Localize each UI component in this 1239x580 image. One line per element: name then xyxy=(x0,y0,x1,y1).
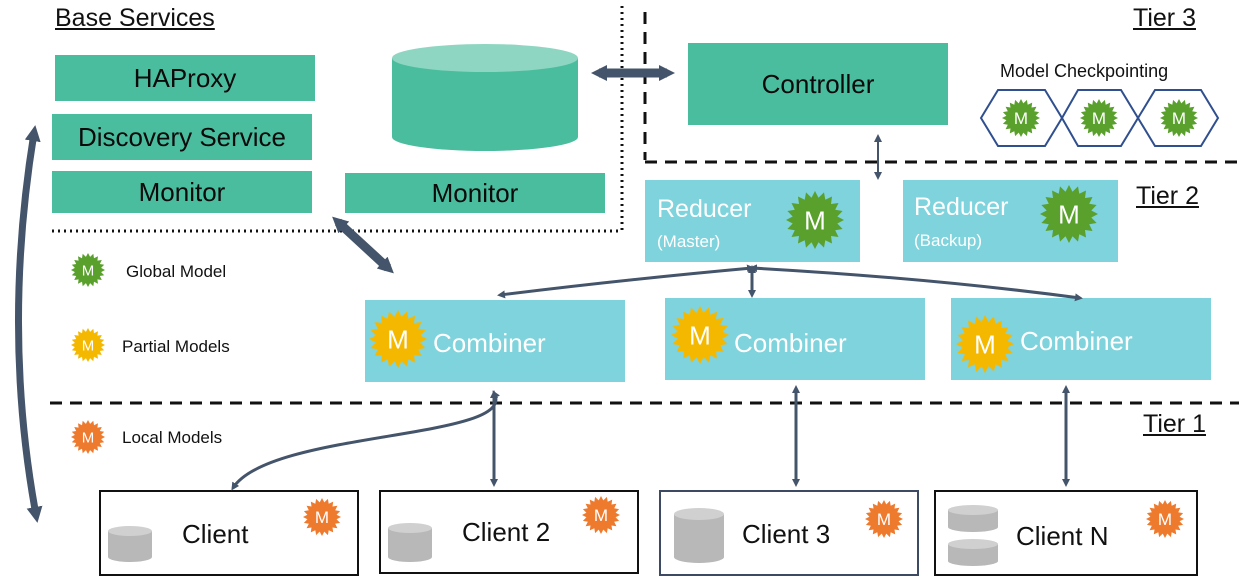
database-icon-client2 xyxy=(388,523,432,562)
client-3-label: Client 3 xyxy=(742,519,831,549)
tier1-label: Tier 1 xyxy=(1143,410,1206,438)
client-2-label: Client 2 xyxy=(462,517,551,547)
legend-local-label: Local Models xyxy=(122,428,223,447)
svg-text:M: M xyxy=(315,508,329,527)
clientn-model-icon: M xyxy=(1146,500,1184,538)
svg-text:M: M xyxy=(594,506,608,525)
model-checkpointing-label: Model Checkpointing xyxy=(1000,61,1169,81)
monitor-box-right: Monitor xyxy=(345,173,605,213)
checkpoint-hexagon-1 xyxy=(979,89,1064,147)
reducer-backup-model-icon: M xyxy=(1040,185,1098,243)
svg-text:M: M xyxy=(1014,109,1028,128)
svg-text:M: M xyxy=(82,337,95,354)
reducer-backup-title: Reducer xyxy=(914,193,1009,221)
client-n-label: Client N xyxy=(1016,521,1109,551)
monitor-combiner-arrow xyxy=(332,216,394,274)
client2-model-icon: M xyxy=(582,496,620,534)
controller-label: Controller xyxy=(761,68,875,99)
combiner2-model-icon: M xyxy=(671,306,729,364)
svg-text:M: M xyxy=(877,510,891,529)
database-icon-clientn-top xyxy=(948,505,998,532)
combiner-1-label: Combiner xyxy=(433,328,546,358)
tier3-label: Tier 3 xyxy=(1133,4,1196,32)
database-icon-client1 xyxy=(108,526,152,562)
checkpoint-model-icon-3: M xyxy=(1160,99,1198,137)
tier2-label: Tier 2 xyxy=(1136,182,1199,210)
haproxy-box: HAProxy xyxy=(55,55,315,101)
combiner1-client1-arrow xyxy=(231,390,500,491)
legend-global-model-icon: M xyxy=(71,253,105,287)
haproxy-label: HAProxy xyxy=(133,62,237,93)
client3-model-icon: M xyxy=(865,500,903,538)
mongodb-cylinder xyxy=(392,44,578,151)
svg-text:M: M xyxy=(1172,109,1186,128)
svg-text:M: M xyxy=(1158,510,1172,529)
database-icon-client3 xyxy=(674,508,724,563)
combiner-2-label: Combiner xyxy=(734,328,847,358)
svg-text:M: M xyxy=(804,205,826,235)
controller-box: Controller xyxy=(688,43,948,125)
checkpoint-model-icon-2: M xyxy=(1080,99,1118,137)
svg-text:M: M xyxy=(974,329,996,359)
svg-text:M: M xyxy=(387,324,409,354)
client1-model-icon: M xyxy=(303,498,341,536)
base-services-title: Base Services xyxy=(55,4,215,32)
legend-partial-label: Partial Models xyxy=(122,337,230,356)
monitor-right-label: Monitor xyxy=(431,177,519,208)
checkpoint-hexagon-3 xyxy=(1136,89,1220,147)
reducer-combiner3-arrow xyxy=(749,264,1083,302)
combiner-3-label: Combiner xyxy=(1020,326,1133,356)
svg-text:M: M xyxy=(1058,199,1080,229)
combiner1-model-icon: M xyxy=(369,310,427,368)
base-services-clients-arrow xyxy=(15,125,43,523)
client-1-label: Client xyxy=(182,519,249,549)
legend-local-model-icon: M xyxy=(71,420,105,454)
monitor-left-label: Monitor xyxy=(138,176,226,207)
svg-text:M: M xyxy=(82,262,95,279)
reducer-backup-subtitle: (Backup) xyxy=(914,231,983,250)
database-icon-clientn-bottom xyxy=(948,539,998,566)
monitor-box-left: Monitor xyxy=(52,171,312,213)
svg-text:M: M xyxy=(1092,109,1106,128)
checkpoint-hexagon-2 xyxy=(1060,89,1140,147)
legend-global-label: Global Model xyxy=(126,262,227,281)
discovery-service-label: Discovery Service xyxy=(77,121,287,152)
reducer-combiner1-arrow xyxy=(497,264,755,299)
svg-text:M: M xyxy=(689,320,711,350)
combiner3-model-icon: M xyxy=(956,315,1014,373)
reducer-master-title: Reducer xyxy=(657,195,752,223)
checkpoint-model-icon-1: M xyxy=(1002,99,1040,137)
discovery-service-box: Discovery Service xyxy=(52,114,312,160)
svg-text:M: M xyxy=(82,429,95,446)
reducer-master-subtitle: (Master) xyxy=(657,232,721,251)
legend-partial-model-icon: M xyxy=(71,328,105,362)
reducer-master-model-icon: M xyxy=(786,191,844,249)
